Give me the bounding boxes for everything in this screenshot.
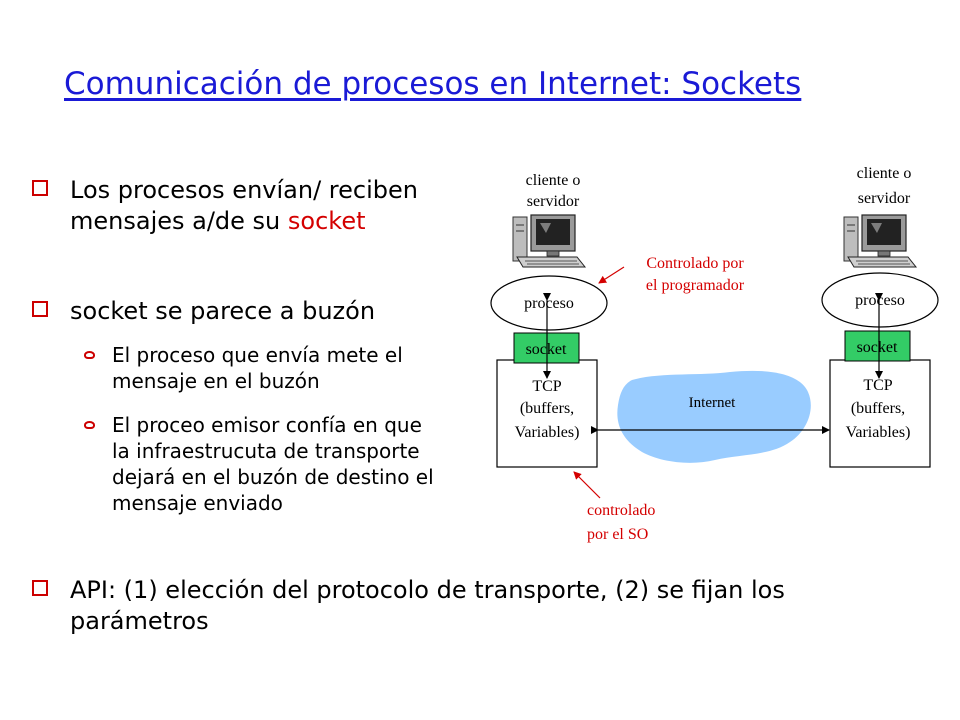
computer-icon <box>843 214 918 268</box>
sub-bullet-1-text: El proceso que envía mete el mensaje en … <box>112 343 403 393</box>
slide-title: Comunicación de procesos en Internet: So… <box>64 66 802 102</box>
sub-bullet-1: El proceso que envía mete el mensaje en … <box>84 342 442 394</box>
bullet-1-text: Los procesos envían/ reciben mensajes a/… <box>70 176 418 235</box>
right-role-line2: servidor <box>858 190 911 207</box>
left-role-line2: servidor <box>527 193 580 210</box>
annot-programmer-line1: Controlado por <box>646 255 744 272</box>
right-socket-label: socket <box>857 339 898 356</box>
right-tcp-line2: (buffers, <box>851 400 905 417</box>
square-bullet-icon <box>32 580 48 596</box>
bullet-3-text: API: (1) elección del protocolo de trans… <box>70 576 785 635</box>
sub-bullet-2-text: El proceo emisor confía en que la infrae… <box>112 413 434 515</box>
left-process-label: proceso <box>524 295 574 312</box>
bullet-3: API: (1) elección del protocolo de trans… <box>32 575 900 637</box>
square-bullet-icon <box>32 180 48 196</box>
right-process-label: proceso <box>855 292 905 309</box>
bullet-2-text: socket se parece a buzón <box>70 297 376 325</box>
right-role-line1: cliente o <box>857 165 912 182</box>
annot-os-line2: por el SO <box>587 526 648 543</box>
right-tcp-line3: Variables) <box>846 424 911 441</box>
computer-icon <box>512 214 587 268</box>
bullet-1-highlight: socket <box>287 207 366 235</box>
left-socket-label: socket <box>526 341 567 358</box>
annot-os-arrow <box>573 471 601 499</box>
left-tcp-line3: Variables) <box>515 424 580 441</box>
round-bullet-icon <box>84 421 95 429</box>
square-bullet-icon <box>32 301 48 317</box>
left-tcp-line1: TCP <box>532 378 561 395</box>
left-role-line1: cliente o <box>526 172 581 189</box>
bullet-2: socket se parece a buzón <box>32 296 450 327</box>
left-tcp-line2: (buffers, <box>520 400 574 417</box>
right-tcp-line1: TCP <box>863 377 892 394</box>
annot-programmer-line2: el programador <box>646 277 745 294</box>
internet-label: Internet <box>689 395 736 411</box>
internet-cloud <box>617 370 811 463</box>
annot-os-line1: controlado <box>587 502 655 519</box>
round-bullet-icon <box>84 351 95 359</box>
sub-bullet-2: El proceo emisor confía en que la infrae… <box>84 412 442 516</box>
annot-programmer-arrow <box>598 266 625 284</box>
bullet-1: Los procesos envían/ reciben mensajes a/… <box>32 175 450 237</box>
